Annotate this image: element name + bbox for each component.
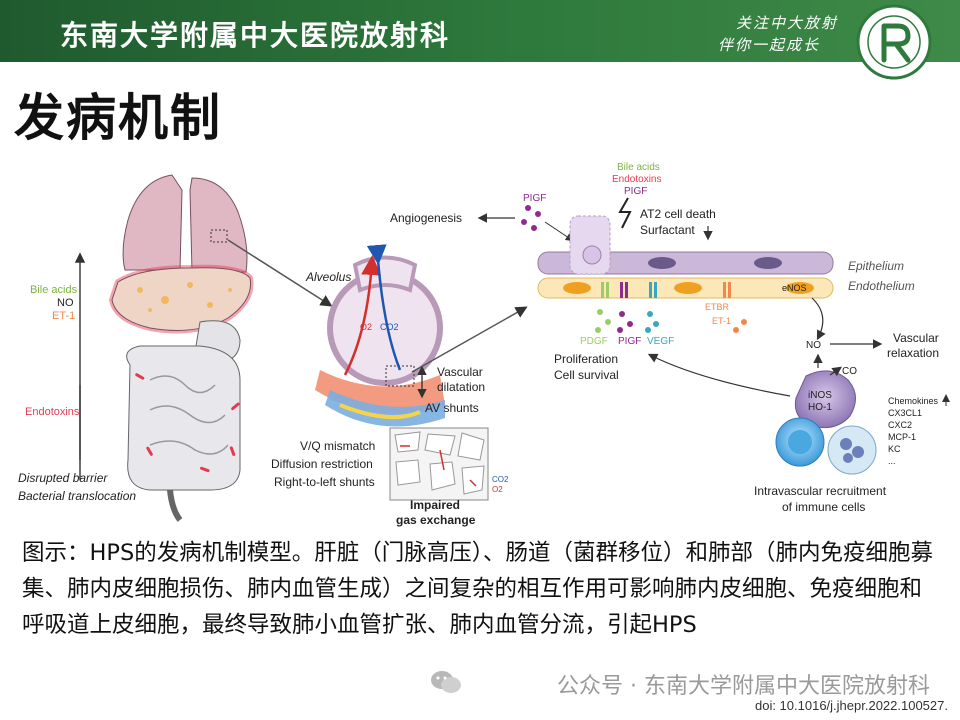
chemokine-item: ...: [888, 456, 896, 466]
impaired-label-2: gas exchange: [396, 513, 476, 527]
doi-reference: doi: 10.1016/j.jhepr.2022.100527.: [754, 698, 948, 713]
translocation-label: Bacterial translocation: [18, 489, 136, 503]
slide-title: 发病机制: [14, 89, 222, 147]
impaired-label-1: Impaired: [410, 498, 460, 512]
alveolus-label: Alveolus: [305, 270, 351, 284]
chemokine-item: MCP-1: [888, 432, 916, 442]
chemokines-label: Chemokines: [888, 396, 939, 406]
right-to-left-label: Right-to-left shunts: [274, 475, 375, 489]
vascular-dilatation-label-2: dilatation: [437, 380, 485, 394]
epithelium-layer: [537, 215, 834, 275]
liver-label-bile-acids: Bile acids: [30, 284, 78, 296]
proliferation-label: Proliferation: [554, 352, 618, 366]
enos-label: eNOS: [782, 283, 807, 293]
immune-cells: [775, 370, 877, 475]
vegf-label: VEGF: [647, 336, 674, 347]
recruitment-label-2: of immune cells: [782, 500, 865, 514]
vascular-relaxation-label-1: Vascular: [893, 331, 939, 345]
epithelium-label: Epithelium: [848, 259, 904, 273]
vq-mismatch-label: V/Q mismatch: [300, 439, 375, 453]
no-label: NO: [806, 340, 821, 351]
pdgf-label: PDGF: [580, 336, 608, 347]
cell-survival-label: Cell survival: [554, 368, 619, 382]
chemokine-item: CX3CL1: [888, 408, 922, 418]
barrier-label: Disrupted barrier: [18, 471, 108, 485]
watermark: 公众号 · 东南大学附属中大医院放射科: [557, 674, 930, 699]
recruitment-label-1: Intravascular recruitment: [754, 484, 887, 498]
angiogenesis-label: Angiogenesis: [390, 211, 462, 225]
top-pigf-label: PIGF: [624, 186, 647, 197]
hospital-logo-icon: [856, 4, 932, 80]
vascular-relaxation-label-2: relaxation: [887, 346, 939, 360]
slogan-line-1: 关注中大放射: [735, 14, 838, 32]
co-label: CO: [842, 366, 857, 377]
hps-mechanism-diagram: Bile acids NO ET-1 Endotoxins Disrupted …: [18, 162, 950, 527]
pigf-left-label: PIGF: [523, 193, 546, 204]
organs-illustration: [74, 174, 254, 522]
at2-death-label: AT2 cell death: [640, 207, 716, 221]
slogan-line-2: 伴你一起成长: [717, 36, 820, 54]
co2-label: CO2: [380, 322, 399, 332]
wechat-icon: [431, 671, 461, 693]
tissue-co2-label: CO2: [492, 475, 509, 484]
pigf-label: PIGF: [618, 336, 641, 347]
endothelium-label: Endothelium: [848, 279, 915, 293]
surfactant-label: Surfactant: [640, 223, 695, 237]
o2-label: O2: [360, 322, 372, 332]
tissue-o2-label: O2: [492, 485, 503, 494]
chemokine-item: KC: [888, 444, 901, 454]
av-shunts-label: AV shunts: [425, 401, 479, 415]
top-endotoxins-label: Endotoxins: [612, 174, 661, 185]
hospital-name: 东南大学附属中大医院放射科: [60, 19, 451, 52]
inos-label: iNOS: [808, 390, 832, 401]
endotoxins-label: Endotoxins: [25, 406, 80, 418]
et1-cell-label: ET-1: [712, 316, 731, 326]
alveolus-illustration: [315, 244, 445, 427]
vascular-dilatation-label-1: Vascular: [437, 365, 483, 379]
chemokine-item: CXC2: [888, 420, 912, 430]
header-banner: 东南大学附属中大医院放射科 关注中大放射 伴你一起成长: [0, 0, 960, 62]
gas-exchange-tissue: [389, 427, 489, 501]
endothelium-layer: [537, 277, 834, 299]
etbr-label: ETBR: [705, 302, 730, 312]
liver-label-et1: ET-1: [52, 310, 75, 322]
ho1-label: HO-1: [808, 402, 832, 413]
diffusion-label: Diffusion restriction: [271, 457, 373, 471]
figure-caption: 图示：HPS的发病机制模型。肝脏（门脉高压）、肠道（菌群移位）和肺部（肺内免疫细…: [22, 540, 934, 638]
liver-label-no: NO: [57, 297, 74, 309]
top-bile-acids-label: Bile acids: [617, 162, 660, 173]
